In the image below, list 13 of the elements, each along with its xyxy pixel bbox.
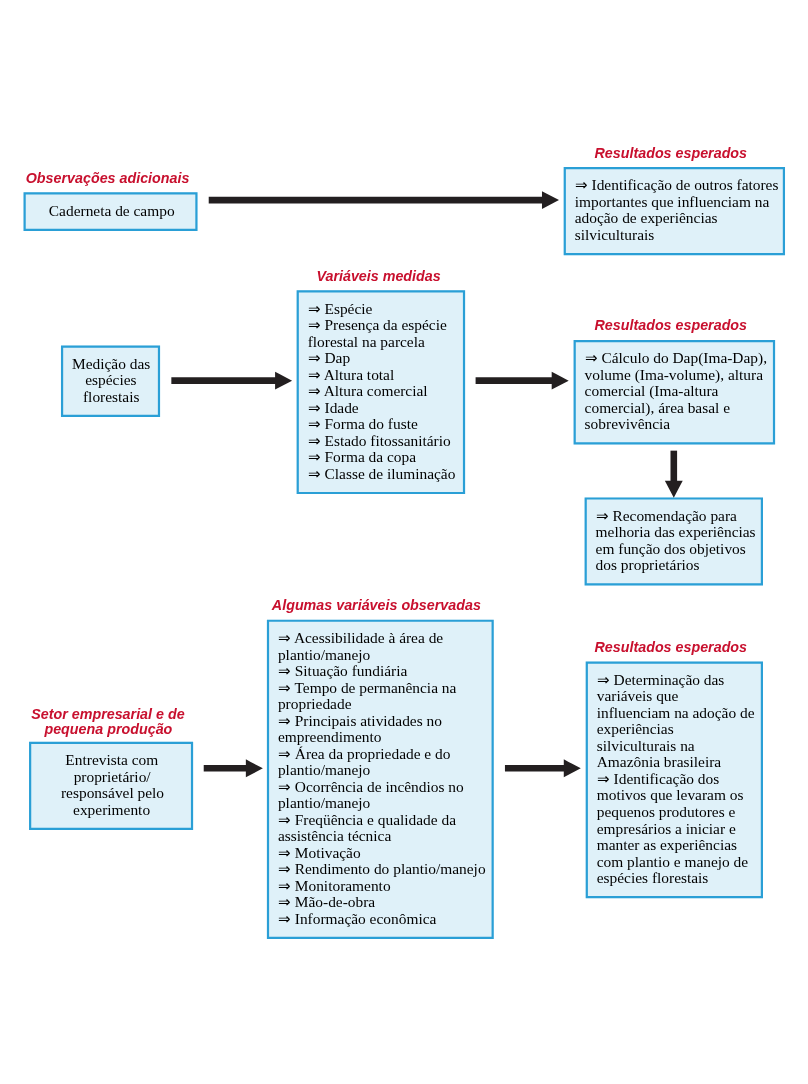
node-label: Variáveis medidas [316, 267, 441, 284]
node-label: Algumas variáveis observadas [271, 597, 481, 614]
node-label: Resultados esperados [594, 317, 748, 334]
arrow [664, 450, 683, 498]
arrow [171, 371, 293, 390]
node-label: Resultados esperados [594, 144, 748, 161]
arrow [203, 759, 263, 778]
arrow [504, 759, 581, 778]
arrow [475, 371, 569, 390]
node-label: Resultados esperados [594, 639, 748, 656]
node-label: Setor empresarial e de pequena produção [31, 706, 185, 737]
node-label: Observações adicionais [25, 169, 190, 186]
arrow [208, 191, 559, 209]
